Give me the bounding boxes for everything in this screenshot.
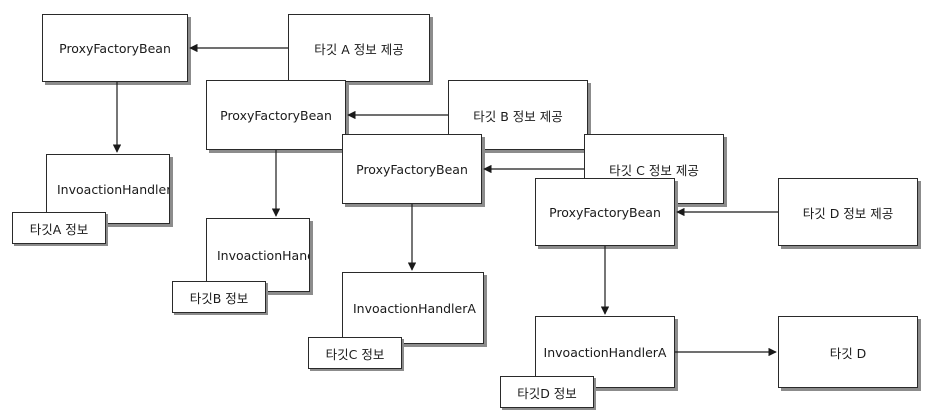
layer-c-target-label: 타깃C 정보: [308, 337, 402, 369]
layer-b-provider-text: 타깃 B 정보 제공: [473, 108, 563, 124]
layer-b-proxy-text: ProxyFactoryBean: [220, 107, 332, 123]
layer-d-target-box: 타깃 D: [778, 316, 918, 388]
layer-a-proxy-text: ProxyFactoryBean: [59, 40, 171, 56]
layer-a-provider-box: 타깃 A 정보 제공: [288, 14, 430, 82]
layer-b-proxy-box: ProxyFactoryBean: [206, 80, 346, 150]
layer-d-handler-text: InvoactionHandlerA: [543, 344, 667, 360]
layer-a-handler-text: InvoactionHandlerA: [57, 181, 170, 197]
layer-c-handler-box: InvoactionHandlerA: [342, 272, 484, 344]
layer-d-proxy-box: ProxyFactoryBean: [535, 178, 675, 246]
layer-a-provider-text: 타깃 A 정보 제공: [314, 41, 404, 57]
layer-d-proxy-text: ProxyFactoryBean: [549, 204, 661, 220]
layer-a-proxy-box: ProxyFactoryBean: [42, 14, 188, 82]
layer-c-proxy-text: ProxyFactoryBean: [356, 161, 468, 177]
layer-a-target-label: 타깃A 정보: [12, 212, 106, 244]
layer-b-target-label-text: 타깃B 정보: [189, 290, 249, 306]
layer-c-handler-text: InvoactionHandlerA: [353, 300, 476, 316]
layer-c-provider-text: 타깃 C 정보 제공: [609, 162, 699, 178]
layer-a-target-label-text: 타깃A 정보: [29, 221, 89, 237]
layer-b-target-label: 타깃B 정보: [172, 281, 266, 313]
layer-c-target-label-text: 타깃C 정보: [325, 346, 385, 362]
layer-c-proxy-box: ProxyFactoryBean: [342, 134, 482, 204]
layer-d-target-text: 타깃 D: [829, 345, 867, 361]
layer-b-handler-text: InvoactionHandlerA: [217, 247, 309, 263]
layer-d-provider-text: 타깃 D 정보 제공: [802, 205, 894, 221]
layer-b-handler-box: InvoactionHandlerA: [206, 218, 310, 292]
layer-d-target-label: 타깃D 정보: [500, 376, 594, 408]
layer-d-target-label-text: 타깃D 정보: [517, 385, 577, 401]
layer-d-provider-box: 타깃 D 정보 제공: [778, 178, 918, 246]
